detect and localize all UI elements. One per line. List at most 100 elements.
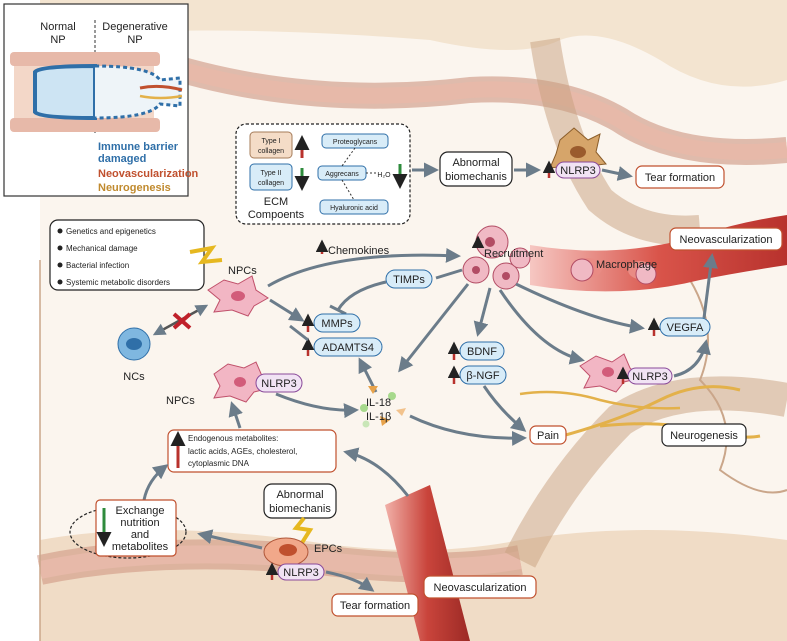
metabolites-line-2: cytoplasmic DNA <box>188 459 250 468</box>
factor-4: Systemic metabolic disorders <box>66 278 170 287</box>
bngf-label: β-NGF <box>466 370 499 382</box>
mmps-pill: MMPs <box>313 313 361 333</box>
lightning-icon <box>189 245 223 265</box>
mmps-label: MMPs <box>321 318 353 330</box>
npcs-mid-label: NPCs <box>166 395 195 407</box>
nlrp3-top-label: NLRP3 <box>560 165 595 177</box>
neovasc-top-label: Neovascularization <box>680 234 773 246</box>
epcs-label: EPCs <box>314 543 343 555</box>
arrow-vegfa-to-neovasc <box>702 253 718 319</box>
ecm-type2-label-1: Type II <box>260 170 281 177</box>
npcs-top-label: NPCs <box>228 265 257 277</box>
lightning-bottom-icon <box>292 516 314 548</box>
inset-panel: Normal NP Degenerative NP Immune barrier… <box>3 3 199 197</box>
macrophage-label: Macrophage <box>596 259 657 271</box>
ecm-hyaluronic: Hyaluronic acid <box>330 205 378 212</box>
il1b-label: IL-1β <box>366 411 391 423</box>
nlrp3-mid-pill <box>255 373 303 393</box>
timps-label: TIMPs <box>393 274 425 286</box>
arrow-npcs-to-adamts4 <box>289 324 309 342</box>
ecm-title-2: Compoents <box>248 209 305 221</box>
inset-degenerative-label-1: Degenerative <box>102 21 167 33</box>
abnormal-top-1: Abnormal <box>452 157 499 169</box>
vegfa-pill: VEGFA <box>659 317 711 337</box>
neovasc-top-box: Neovascularization <box>669 227 783 251</box>
arrow-npcs-to-recruitment <box>267 247 461 288</box>
tear-top-box: Tear formation <box>635 165 725 189</box>
arrow-epcs-to-tear <box>325 570 375 592</box>
pain-label: Pain <box>537 430 559 442</box>
il-particles <box>360 386 406 428</box>
chemokines-label: Chemokines <box>328 245 390 257</box>
adamts4-pill: ADAMTS4 <box>313 337 383 357</box>
recruitment-cluster <box>462 225 531 290</box>
nlrp3-bottom-label: NLRP3 <box>283 567 318 579</box>
arrow-recruit-timps <box>435 268 463 280</box>
pain-box: Pain <box>529 425 567 445</box>
inset-normal-label-2: NP <box>50 34 65 46</box>
tear-bottom-box: Tear formation <box>331 593 419 617</box>
neurogenesis-label: Neurogenesis <box>670 430 738 442</box>
metabolites-title: Endogenous metabolites: <box>188 434 278 443</box>
vegfa-label: VEGFA <box>667 322 704 334</box>
abnormal-top-box: Abnormal biomechanis <box>439 151 513 187</box>
factor-1: Genetics and epigenetics <box>66 227 156 236</box>
metabolites-line-1: lactic acids, AGEs, cholesterol, <box>188 447 297 456</box>
nlrp3-mid-label: NLRP3 <box>261 378 296 390</box>
arrow-exchange-to-metab <box>142 464 169 501</box>
inset-legend-neuro: Neurogenesis <box>98 182 171 194</box>
arrow-il-to-pain <box>409 414 527 446</box>
ecm-proteoglycans: Proteoglycans <box>333 139 378 146</box>
blocked-x-icon <box>172 312 192 330</box>
ecm-type1-label-1: Type I <box>261 138 280 145</box>
tear-bottom-label: Tear formation <box>340 600 410 612</box>
nlrp3-right-label: NLRP3 <box>632 371 667 383</box>
arrow-recruit-to-il <box>398 283 470 373</box>
metabolites-box: Endogenous metabolites: lactic acids, AG… <box>167 429 337 473</box>
bngf-pill: β-NGF <box>459 365 507 385</box>
cell-ncs <box>117 327 151 361</box>
arrow-npcs-to-mmps <box>269 298 305 322</box>
arrow-nlrp3mid-to-il <box>275 392 359 419</box>
ecm-type1-label-2: collagen <box>258 148 284 155</box>
abnormal-bottom-box: Abnormal biomechanis <box>263 483 337 519</box>
exchange-line-3: and <box>131 529 149 541</box>
vessel-bottom <box>385 485 470 641</box>
recruitment-label: Recruitment <box>484 248 543 260</box>
exchange-line-1: Exchange <box>116 505 165 517</box>
exchange-line-4: metabolites <box>112 541 169 553</box>
neovasc-bottom-label: Neovascularization <box>434 582 527 594</box>
arrow-vessel-to-metab <box>343 447 410 497</box>
arrow-recruit-to-vegfa <box>515 282 645 334</box>
nlrp3-top-pill <box>555 161 601 179</box>
macrophage-cells <box>570 258 657 285</box>
arrow-nlrp3r-to-vegfa <box>673 339 711 378</box>
inhibit-timps-mmps <box>336 280 387 311</box>
ecm-water: H₂O <box>377 172 391 179</box>
ncs-label: NCs <box>123 371 145 383</box>
exchange-box: Exchange nutrition and metabolites <box>69 499 187 559</box>
il18-label: IL-18 <box>366 397 391 409</box>
inset-legend-immune-2: damaged <box>98 153 146 165</box>
arrow-metab-to-npcs <box>228 401 243 429</box>
timps-pill: TIMPs <box>385 269 433 289</box>
cell-epcs <box>263 537 309 567</box>
inset-degenerative-label-2: NP <box>127 34 142 46</box>
factor-3: Bacterial infection <box>66 261 129 270</box>
ecm-type2-label-2: collagen <box>258 180 284 187</box>
abnormal-bottom-1: Abnormal <box>276 489 323 501</box>
ecm-aggrecans: Aggrecans <box>325 171 359 178</box>
arrow-epcs-to-exchange <box>197 529 263 550</box>
factors-box: Genetics and epigenetics Mechanical dama… <box>49 219 205 291</box>
ecm-title-1: ECM <box>264 196 288 208</box>
arrow-bngf-to-pain <box>482 385 527 432</box>
arrow-recruit-to-bdnf <box>473 287 492 337</box>
factor-2: Mechanical damage <box>66 244 138 253</box>
cell-npcs-mid <box>213 361 271 403</box>
adamts4-label: ADAMTS4 <box>322 342 374 354</box>
exchange-line-2: nutrition <box>120 517 159 529</box>
bdnf-label: BDNF <box>467 346 497 358</box>
inset-normal-label-1: Normal <box>40 21 75 33</box>
